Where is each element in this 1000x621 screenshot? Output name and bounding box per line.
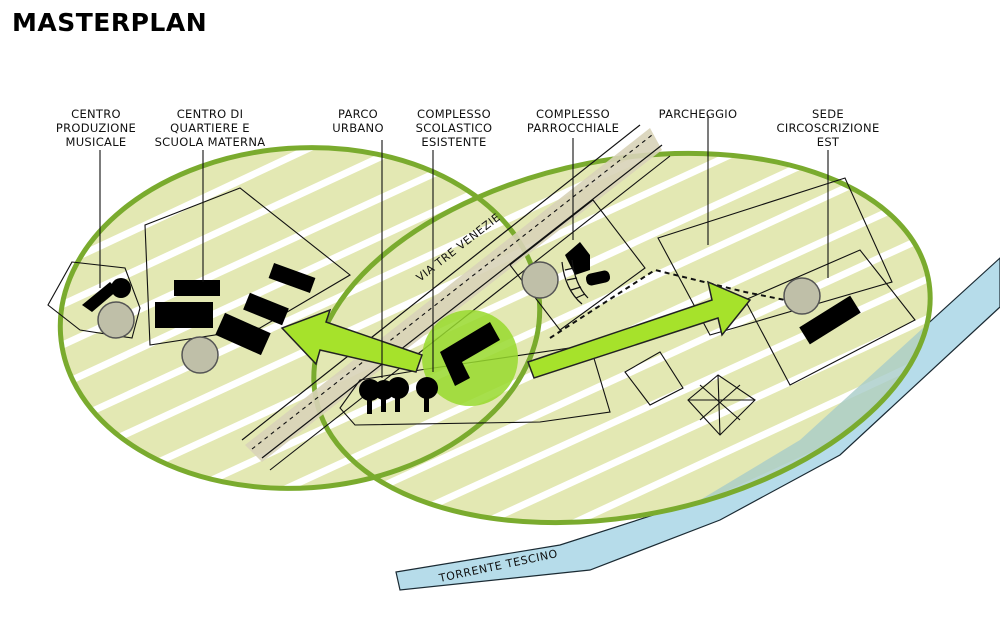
building-sede [799,295,861,345]
plot-centro-musicale [47,261,141,339]
plot-parco-urbano [339,344,611,426]
dashed-connection [549,268,786,339]
plot-square [624,351,684,406]
tree-icon [359,379,381,414]
label-parco-urbano: PARCO URBANO [332,107,384,135]
label-line: PARROCCHIALE [527,121,619,135]
building [155,302,213,328]
tree-icon [374,380,394,412]
building [82,282,118,312]
label-line: CENTRO DI [177,107,244,121]
circle-marker-icon [521,261,559,299]
plot-diamond [687,374,756,436]
plot-parrocchiale [509,199,646,331]
circle-marker-icon [97,301,135,339]
label-sede-circoscrizione: SEDE CIRCOSCRIZIONE EST [776,107,879,149]
arrow-icon [280,308,423,373]
circle-marker-icon [181,336,219,374]
label-line: MUSICALE [65,135,126,149]
label-line: PARCO [338,107,378,121]
leader-lines [99,115,829,378]
label-parcheggio: PARCHEGGIO [659,107,738,121]
building [585,270,611,286]
arrows [280,280,752,379]
label-line: SCUOLA MATERNA [155,135,266,149]
building [215,312,271,356]
tree-icon [416,377,438,412]
label-centro-quartiere: CENTRO DI QUARTIERE E SCUOLA MATERNA [155,107,266,149]
label-line: QUARTIERE E [170,121,250,135]
circle-markers [97,261,821,374]
label-line: SCOLASTICO [416,121,493,135]
label-line: URBANO [332,121,384,135]
label-line: COMPLESSO [536,107,610,121]
label-line: EST [817,135,840,149]
buildings [82,242,861,386]
building [111,278,131,298]
circle-marker-icon [783,277,821,315]
page-title: MASTERPLAN [12,8,208,37]
label-centro-musicale: CENTRO PRODUZIONE MUSICALE [56,107,136,149]
plot-outlines [47,177,916,436]
arrow-icon [527,280,752,379]
label-line: CIRCOSCRIZIONE [776,121,879,135]
plot-sede [744,249,916,386]
trees [359,377,438,414]
label-line: PARCHEGGIO [659,107,738,121]
building-parrocchiale-arc [561,259,589,305]
zone-west-outline [57,145,543,491]
label-line: COMPLESSO [417,107,491,121]
building [268,262,316,294]
plot-parcheggio [657,177,893,336]
label-line: CENTRO [71,107,121,121]
building-complesso-scolastico [440,322,500,386]
plot-centro-quartiere [144,187,351,346]
label-line: SEDE [812,107,844,121]
label-complesso-scolastico: COMPLESSO SCOLASTICO ESISTENTE [416,107,493,149]
building [243,292,289,326]
building [174,280,220,296]
building-chiesa [565,242,590,275]
label-line: ESISTENTE [421,135,486,149]
label-complesso-parrocchiale: COMPLESSO PARROCCHIALE [527,107,619,135]
label-line: PRODUZIONE [56,121,136,135]
